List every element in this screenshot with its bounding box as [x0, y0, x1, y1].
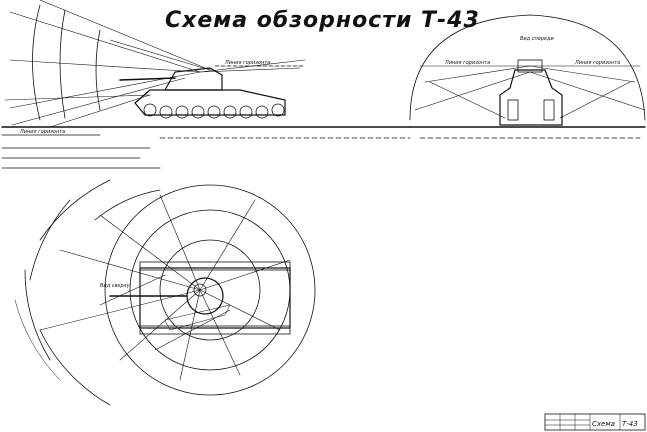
- side-view: [1, 0, 411, 169]
- top-circle-3: [104, 184, 316, 396]
- label-front-horizon-right: Линия горизонта: [574, 60, 620, 66]
- top-outer-arc-2: [29, 199, 71, 281]
- front-view: [409, 14, 646, 139]
- top-circle-2: [129, 209, 291, 371]
- top-view: [14, 179, 316, 406]
- side-arc-3: [95, 29, 101, 111]
- label-front-horizon-left: Линия горизонта: [444, 60, 490, 66]
- tank-side-wheels: [143, 103, 285, 119]
- tank-top-track-lower: [139, 325, 291, 335]
- label-ring: Вид сверху: [100, 283, 131, 289]
- stamp-code: Т-43: [622, 420, 638, 428]
- tank-top-track-upper: [139, 261, 291, 271]
- side-sight-lines: [4, 0, 306, 128]
- tank-top-turret: [186, 277, 224, 315]
- tank-front-track-left: [507, 99, 519, 121]
- tank-top-hatch: [193, 283, 207, 297]
- stamp-name: Схема: [592, 420, 615, 428]
- top-outer-arc-4: [39, 329, 111, 406]
- title-block: [544, 413, 646, 431]
- top-outer-arc-5: [14, 299, 61, 381]
- front-arc: [409, 14, 646, 121]
- side-arc-1: [32, 4, 41, 121]
- title-block-frame: [544, 413, 646, 431]
- tank-side-hull: [134, 89, 286, 116]
- top-outer-arc-6: [94, 189, 161, 221]
- top-circle-1: [159, 239, 261, 341]
- sheet-title: Схема обзорности Т-43: [165, 8, 480, 33]
- top-blind-sector: [164, 304, 231, 331]
- top-outer-arc-1: [39, 179, 111, 241]
- side-arc-2: [59, 9, 66, 119]
- label-side-horizon: Линия горизонта: [224, 60, 270, 66]
- label-front-top: Вид спереди: [520, 36, 555, 42]
- tank-top-hull: [139, 267, 291, 329]
- top-outer-arc-3: [24, 269, 51, 361]
- tank-front-body: [499, 69, 563, 126]
- label-ground: Линия горизонта: [19, 129, 65, 135]
- top-sight-lines: [39, 194, 291, 381]
- tank-front-track-right: [543, 99, 555, 121]
- front-sight-lines: [414, 65, 646, 119]
